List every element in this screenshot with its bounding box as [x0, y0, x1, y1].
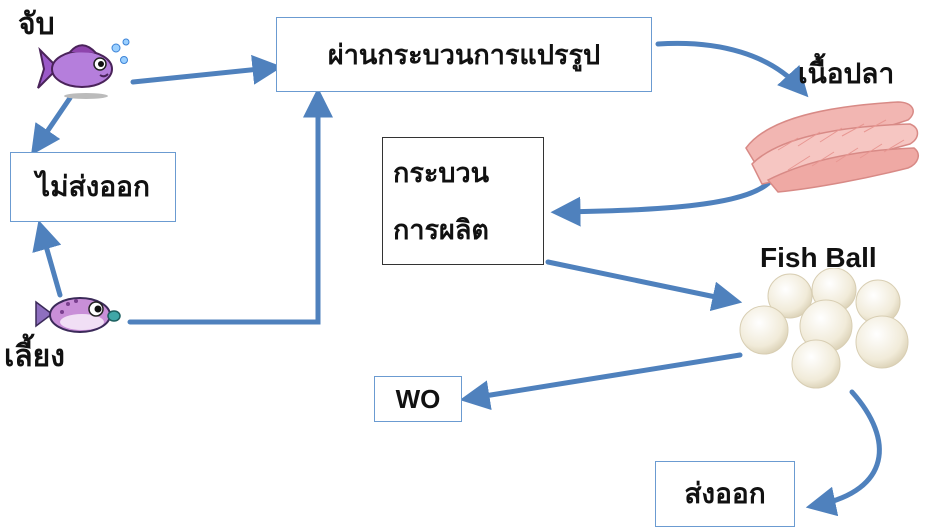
- catch-label: จับ: [18, 7, 55, 42]
- arrow-raise-to-not-export: [32, 219, 63, 298]
- not-export-box: ไม่ส่งออก: [10, 152, 176, 222]
- raise-label: เลี้ยง: [4, 339, 65, 374]
- production-label-line2: การผลิต: [393, 215, 489, 246]
- fish-fillet-image: [745, 101, 919, 193]
- wo-box: WO: [374, 376, 462, 422]
- arrow-raise-to-processing: [127, 87, 333, 325]
- arrow-catch-to-not-export: [30, 95, 73, 156]
- production-label-line1: กระบวน: [393, 158, 490, 189]
- processing-label: ผ่านกระบวนการแปรรูป: [327, 40, 601, 71]
- wo-label: WO: [395, 383, 441, 414]
- arrow-meat-to-production: [550, 172, 778, 227]
- arrow-fishball-to-export: [805, 389, 882, 517]
- fish-ball-label: Fish Ball: [760, 242, 877, 273]
- not-export-label: ไม่ส่งออก: [36, 170, 150, 203]
- arrow-production-to-fishball: [545, 259, 743, 312]
- arrow-processing-to-meat: [655, 40, 809, 98]
- arrow-fishball-to-wo: [459, 352, 743, 411]
- processing-box: ผ่านกระบวนการแปรรูป: [276, 17, 652, 92]
- purple-fish-icon: [37, 38, 130, 99]
- puffer-fish-icon: [35, 297, 121, 333]
- fish-balls-image: [739, 268, 909, 389]
- fish-meat-label: เนื้อปลา: [798, 57, 895, 90]
- export-label: ส่งออก: [684, 477, 766, 510]
- arrow-catch-to-processing: [130, 54, 283, 85]
- export-box: ส่งออก: [655, 461, 795, 527]
- production-box: กระบวน การผลิต: [382, 137, 544, 265]
